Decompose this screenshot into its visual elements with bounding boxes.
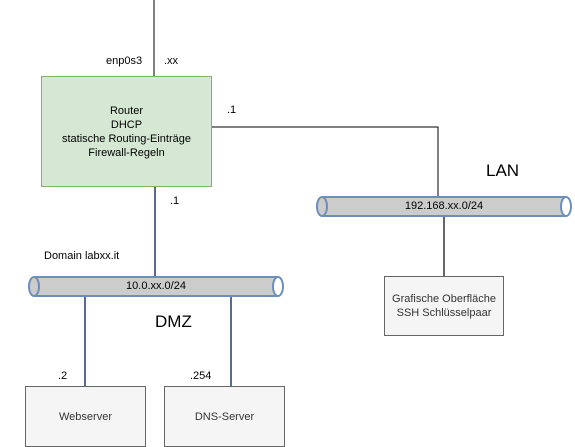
dns-server-addr: .254: [190, 370, 212, 382]
router-lan-line: [212, 126, 439, 197]
dns-server-label: DNS-Server: [194, 410, 255, 423]
router-routing-label: statische Routing-Einträge: [61, 132, 191, 145]
dmz-zone-label: DMZ: [155, 312, 192, 331]
router-dhcp-label: DHCP: [110, 118, 143, 131]
dns-server-node: DNS-Server: [164, 386, 285, 447]
client-gui-label: Grafische Oberfläche: [392, 293, 496, 305]
lan-zone-label: LAN: [486, 161, 520, 180]
dmz-domain-label: Domain labxx.it: [44, 250, 120, 262]
router-label: Router: [109, 104, 144, 117]
dmz-network-bus: [28, 276, 284, 297]
client-ssh-label: SSH Schlüsselpaar: [396, 307, 492, 319]
lan-client-node: Grafische Oberfläche SSH Schlüsselpaar: [384, 276, 504, 336]
webserver-label: Webserver: [59, 410, 112, 423]
router-firewall-label: Firewall-Regeln: [88, 146, 165, 159]
lan-network-label: 192.168.xx.0/24: [404, 200, 484, 212]
router-interface-addr: .xx: [164, 55, 179, 67]
webserver-node: Webserver: [25, 386, 146, 447]
router-dmz-addr: .1: [170, 195, 180, 207]
router-lan-addr: .1: [227, 104, 237, 116]
lan-network-bus: [316, 196, 572, 217]
router-node: Router DHCP statische Routing-Einträge F…: [41, 76, 212, 187]
router-interface-name: enp0s3: [106, 55, 143, 67]
webserver-addr: .2: [58, 370, 68, 382]
dmz-network-label: 10.0.xx.0/24: [126, 280, 186, 292]
